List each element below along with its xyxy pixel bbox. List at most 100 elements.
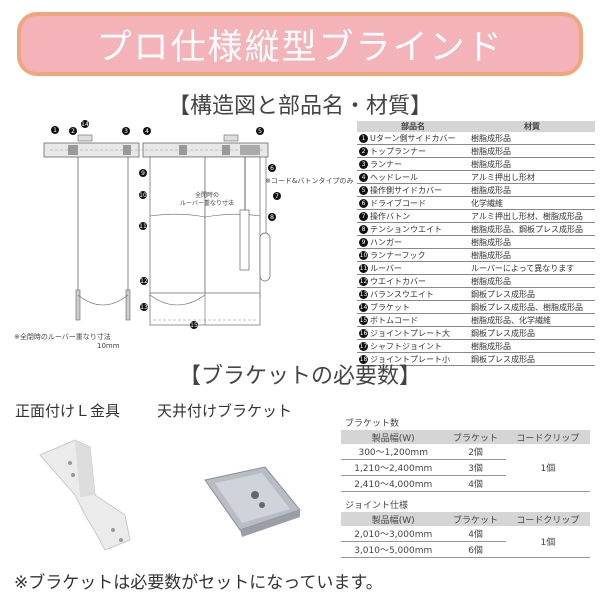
joint-header-brackets: ブラケット: [445, 512, 506, 526]
part-material: 樹脂成形品: [469, 157, 595, 171]
page-title: プロ仕様縦型ブラインド: [96, 27, 504, 68]
part-number-badge: 11: [359, 263, 368, 273]
part-material: 樹脂成形品、鋼板プレス成形品: [469, 222, 595, 236]
part-number-badge: 2: [359, 146, 368, 156]
part-name: Uターン側サイドカバー: [370, 133, 456, 143]
bracket-header-width: 製品幅(W): [341, 430, 446, 444]
part-number-badge: 6: [359, 198, 368, 208]
part-number-badge: 14: [359, 302, 368, 312]
width-cell: 3,010〜5,000mm: [341, 541, 446, 558]
svg-text:11: 11: [139, 223, 147, 230]
part-name: バランスウエイト: [370, 289, 434, 299]
part-number-badge: 17: [359, 341, 368, 351]
part-name: ジョイントプレート小: [370, 354, 450, 364]
part-material: 鋼板プレス成形品: [469, 326, 595, 340]
svg-text:14: 14: [81, 121, 89, 128]
part-name: ランナーフック: [370, 250, 426, 260]
part-material: 化学繊維: [469, 196, 595, 210]
part-number-badge: 16: [359, 328, 368, 338]
svg-text:3: 3: [124, 128, 128, 135]
bracket-count-cell: 4個: [445, 475, 506, 492]
table-row: 300〜1,200mm 2個 1個: [341, 444, 590, 492]
part-name: ランナー: [370, 159, 402, 169]
structure-section-title: 【構造図と部品名・材質】: [167, 94, 432, 119]
bracket-count-cell: 2個: [445, 444, 506, 460]
part-number-badge: 10: [359, 250, 368, 260]
ceiling-bracket-image: [204, 466, 301, 537]
footer-note: ※ブラケットは必要数がセットになっています。: [14, 573, 383, 593]
part-name: トップランナー: [370, 146, 426, 156]
table-row: 2,010〜3,000mm 4個 1個: [341, 526, 590, 558]
cord-clip-cell: 1個: [505, 526, 590, 558]
width-cell: 1,210〜2,400mm: [341, 459, 446, 476]
overlap-title: 全閉時の: [194, 192, 219, 199]
part-material: 樹脂成形品: [469, 274, 595, 288]
svg-text:1: 1: [53, 127, 57, 134]
ceiling-mount-label: 天井付けブラケット: [157, 402, 293, 420]
bracket-header-cordclip: コードクリップ: [505, 430, 590, 444]
width-cell: 2,010〜3,000mm: [341, 526, 446, 542]
part-name: ウエイトカバー: [370, 276, 426, 286]
bracket-count-label: ブラケット数: [345, 419, 400, 429]
parts-header-name: 部品名: [357, 121, 469, 132]
part-number-badge: 3: [359, 159, 368, 169]
table-row: 2,410〜4,000mm 4個: [341, 475, 590, 492]
part-material: アルミ押出し形材: [469, 170, 595, 184]
svg-text:10: 10: [139, 192, 147, 199]
svg-text:15: 15: [190, 322, 198, 329]
overlap-value: 10mm: [97, 342, 120, 350]
part-number-badge: 4: [359, 172, 368, 182]
part-name: ジョイントプレート大: [370, 328, 450, 338]
part-material: 樹脂成形品: [469, 183, 595, 197]
svg-text:7: 7: [275, 193, 279, 200]
svg-text:9: 9: [141, 170, 145, 177]
part-material: 鋼板プレス成形品、樹脂成形品: [469, 300, 595, 314]
svg-text:12: 12: [140, 278, 148, 285]
table-row: 3,010〜5,000mm 6個: [341, 541, 590, 558]
part-material: 樹脂成形品: [469, 132, 595, 145]
table-row: 1,210〜2,400mm 3個: [341, 459, 590, 476]
width-cell: 300〜1,200mm: [341, 444, 446, 460]
part-material: 樹脂成形品: [469, 248, 595, 262]
svg-text:8: 8: [270, 214, 274, 221]
part-material: 樹脂成形品: [469, 144, 595, 158]
part-number-badge: 13: [359, 289, 368, 299]
svg-text:4: 4: [145, 128, 149, 135]
cord-baton-note: ※コード&バトンタイプのみ: [265, 177, 354, 185]
joint-spec-table: 製品幅(W) ブラケット コードクリップ 2,010〜3,000mm 4個 1個…: [341, 512, 590, 558]
bracket-count-cell: 4個: [445, 526, 506, 542]
part-material: 樹脂成形品: [469, 235, 595, 249]
part-name: ボトムコード: [370, 315, 418, 325]
part-material: アルミ押出し形材、樹脂成形品: [469, 209, 595, 223]
joint-header-cordclip: コードクリップ: [505, 512, 590, 526]
part-number-badge: 18: [359, 354, 368, 364]
front-mount-label: 正面付けＬ金具: [15, 402, 121, 420]
part-name: 操作側サイドカバー: [370, 185, 442, 195]
